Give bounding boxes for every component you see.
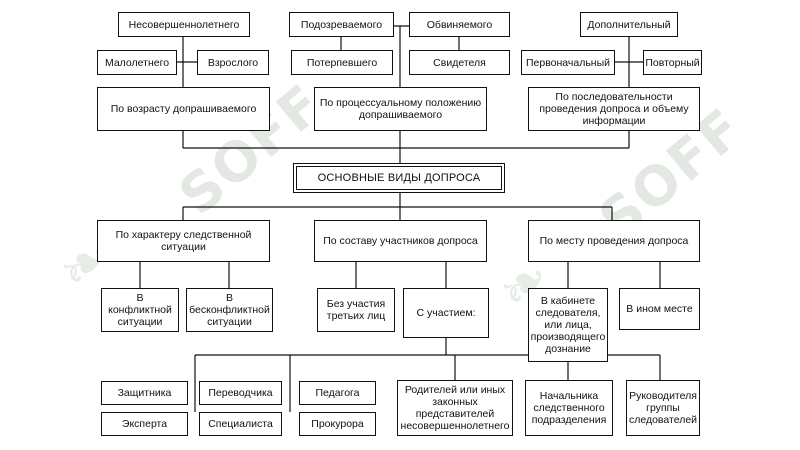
sequence-category-node: По последовательности проведения допроса… [528,87,700,131]
participant-node: Эксперта [101,412,188,436]
age-header-node: Несовершеннолетнего [118,12,250,37]
procedural-node: Свидетеля [409,50,510,75]
place-item-node: В кабинете следователя, или лица, произв… [528,288,608,362]
place-item-node: В ином месте [619,288,700,330]
age-sub-node: Взрослого [197,50,269,75]
participant-node: Начальника следственного подразделения [525,380,613,436]
situation-category-node: По характеру следственной ситуации [97,220,270,262]
procedural-node: Обвиняемого [409,12,510,37]
sequence-sub-node: Первоначальный [521,50,615,75]
participants-item-node: С участием: [403,288,489,338]
procedural-category-node: По процессуальному положению допрашиваем… [314,87,487,131]
participant-node: Родителей или иных законных представител… [397,380,513,436]
procedural-node: Подозреваемого [289,12,394,37]
place-category-node: По месту проведения допроса [528,220,700,262]
sequence-header-node: Дополнительный [580,12,678,37]
participant-node: Специалиста [199,412,282,436]
age-category-node: По возрасту допрашиваемого [97,87,270,131]
situation-item-node: В бесконфликтной ситуации [186,288,273,332]
participant-node: Защитника [101,381,188,405]
participant-node: Педагога [299,381,376,405]
participants-item-node: Без участия третьих лиц [317,288,395,332]
participant-node: Руководителя группы следователей [626,380,700,436]
participants-category-node: По составу участников допроса [314,220,487,262]
diagram-title: ОСНОВНЫЕ ВИДЫ ДОПРОСА [293,163,505,193]
age-sub-node: Малолетнего [97,50,177,75]
sequence-sub-node: Повторный [643,50,702,75]
situation-item-node: В конфликтной ситуации [101,288,179,332]
participant-node: Переводчика [199,381,282,405]
participant-node: Прокурора [299,412,376,436]
procedural-node: Потерпевшего [291,50,393,75]
